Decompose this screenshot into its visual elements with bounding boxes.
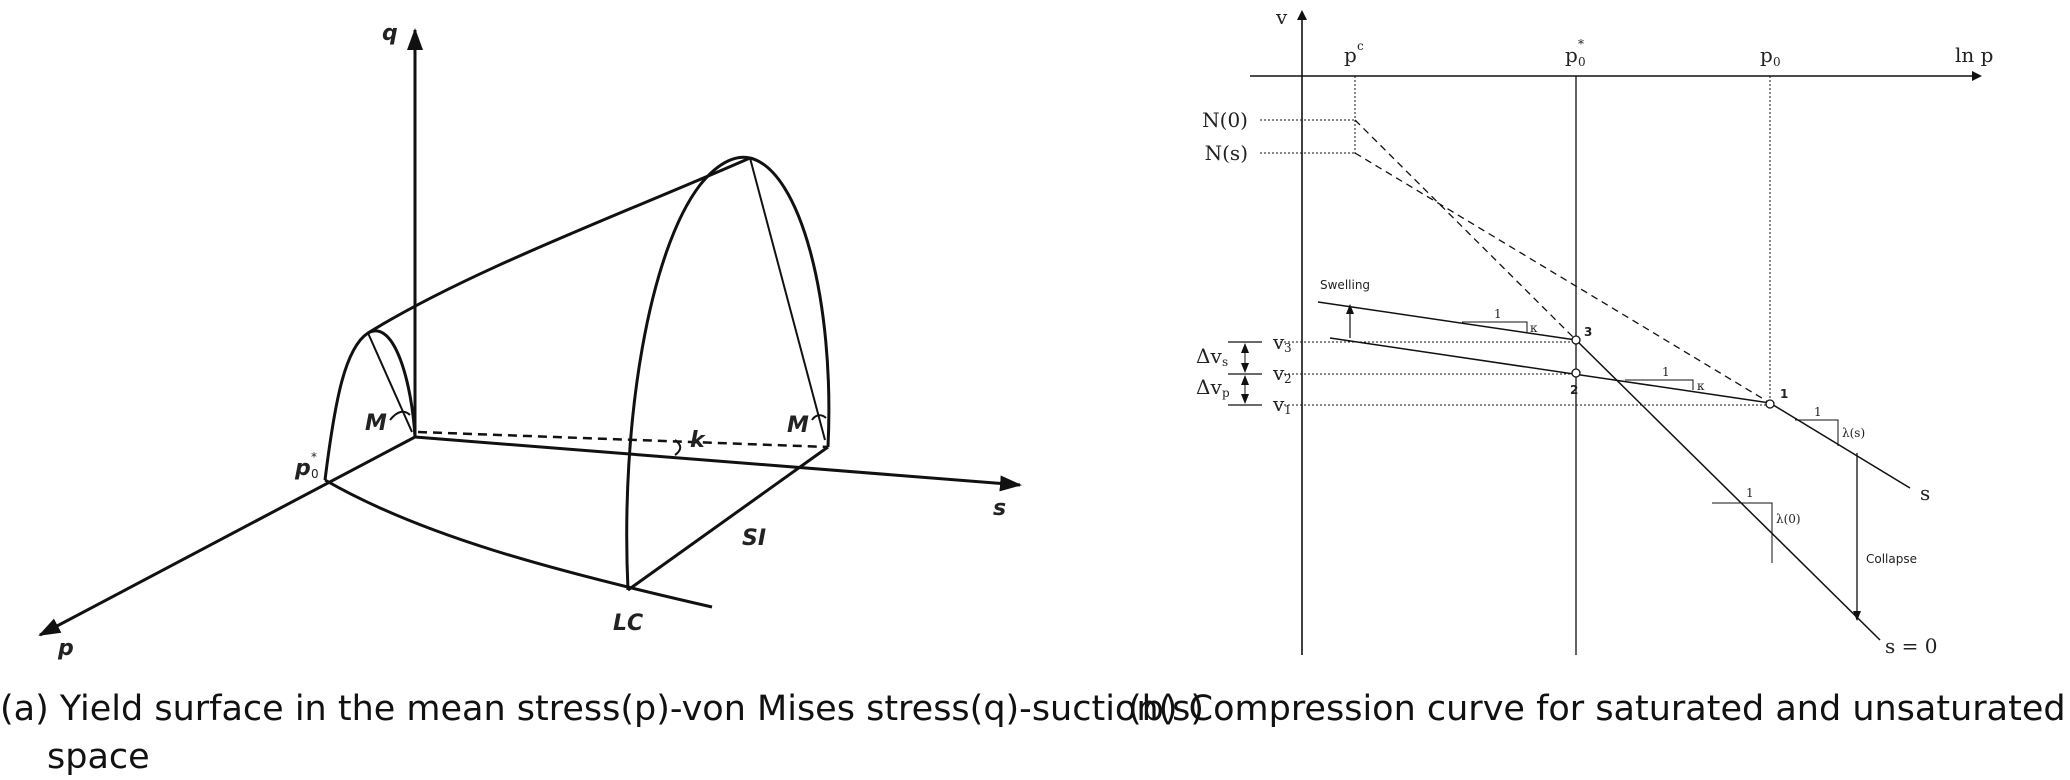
M-left-label: M [365,411,387,436]
v1-sub: 1 [1284,403,1292,417]
virgin-line-s0-upper [1354,119,1577,341]
p0-star-label: p [294,456,311,481]
N0-label: N(0) [1202,108,1248,132]
left-M-arc [389,410,411,421]
v3-label: v [1272,330,1285,354]
v-axis-label: v [1275,5,1288,29]
point-1 [1765,399,1775,409]
kappa-line-upper [1317,301,1577,341]
slope-kappa-1: κ [1530,321,1538,335]
v1-label: v [1272,392,1285,416]
p0-sub: 0 [1773,55,1781,69]
p0-star-sub: 0 [311,467,319,481]
collapse-label: Collapse [1866,552,1917,566]
point-2 [1571,368,1581,378]
kappa-line-lower [1329,337,1771,404]
point-3-label: 3 [1584,325,1592,339]
curve-s0 [1575,339,1881,641]
Ns-label: N(s) [1205,141,1248,165]
pc-label: p [1344,43,1357,67]
left-yield-ellipse [323,329,417,481]
diagram-b-compression [1228,10,1982,655]
point-2-label: 2 [1570,383,1578,397]
M-right-label: M [787,413,809,438]
k-label: k [690,428,706,453]
left-ellipse-chord [367,332,413,433]
v2-label: v [1272,361,1285,385]
right-ellipse-chord [749,157,826,441]
slope-triangle-lambda-s [1795,419,1839,446]
right-M-arc [811,414,827,421]
dvs-sub: s [1222,355,1228,369]
dashed-base-line [417,430,829,449]
pc-sup: c [1357,39,1364,53]
lnp-axis-label: ln p [1955,43,1993,67]
SI-label: SI [742,526,766,551]
q-axis-label: q [382,21,398,46]
virgin-line-s-upper [1354,152,1771,404]
k-arc [674,439,682,456]
slope-one-4: 1 [1746,486,1754,500]
point-1-label: 1 [1780,387,1788,401]
dvp-label: Δv [1196,375,1222,399]
p0star-sup: * [1578,37,1584,51]
slope-triangle-lambda-0 [1712,502,1773,563]
right-yield-ellipse [625,155,831,591]
caption-b: (b) Compression curve for saturated and … [1128,689,2070,729]
p0star-label: p [1565,43,1578,67]
s-axis-label: s [993,496,1006,521]
v2-sub: 2 [1284,372,1292,386]
slope-kappa-2: κ [1697,379,1705,393]
LC-label: LC [613,611,643,636]
p-axis-label: p [57,636,74,661]
slope-triangle-kappa-upper [1462,321,1528,332]
curve-s-label: s [1920,481,1930,505]
v3-sub: 3 [1284,341,1292,355]
slope-one-3: 1 [1814,405,1822,419]
p0-star-sup: * [311,450,317,464]
point-3 [1571,335,1581,345]
slope-lambda-s: λ(s) [1842,426,1865,440]
slope-one-2: 1 [1662,365,1670,379]
slope-triangle-kappa-lower [1625,379,1694,390]
swelling-label: Swelling [1320,278,1370,292]
slope-one-1: 1 [1494,307,1502,321]
curve-s [1769,402,1911,489]
diagram-a-labels: q p s p * 0 M M k SI LC [57,21,1006,661]
diagram-b-labels: v ln p p c p * 0 p 0 N(0) N(s) v 3 v 2 v… [1196,5,1993,658]
diagram-a-yield-surface [38,28,1022,637]
p-axis [38,435,416,637]
p0-label: p [1760,43,1773,67]
caption-a-line2: space [47,737,150,777]
slope-lambda-0: λ(0) [1776,512,1801,526]
top-envelope-curve [367,156,751,335]
SI-line [627,445,829,592]
dvp-sub: p [1222,386,1230,400]
LC-curve [324,478,713,609]
p0star-sub: 0 [1578,55,1586,69]
caption-a-line1: (a) Yield surface in the mean stress(p)-… [0,689,1205,729]
curve-s0-label: s = 0 [1885,634,1937,658]
dvs-label: Δv [1196,344,1222,368]
s-axis [414,435,1022,492]
